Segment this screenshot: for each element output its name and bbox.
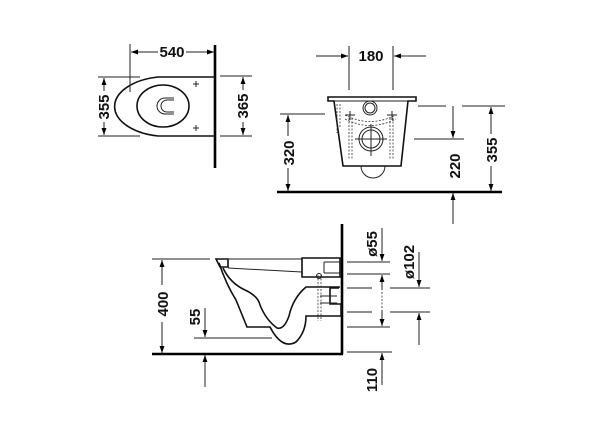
rim-front bbox=[214, 258, 229, 268]
dim-side-inlet-diameter: ø55 bbox=[364, 231, 381, 257]
dim-front-inlet-height: 220 bbox=[447, 153, 464, 178]
side-view: 400 55 ø55 ø102 110 bbox=[152, 224, 430, 392]
inlet-circle-inner bbox=[364, 102, 376, 114]
seat-line bbox=[227, 267, 303, 273]
dim-side-outlet-offset: 55 bbox=[187, 309, 204, 326]
plan-outlet-glyph bbox=[156, 97, 174, 115]
plan-bowl-outline bbox=[113, 76, 215, 137]
dim-front-fixing-spacing: 180 bbox=[358, 48, 383, 65]
dim-side-outlet-diameter: ø102 bbox=[401, 245, 418, 279]
front-view: 180 320 220 355 bbox=[277, 46, 505, 224]
dim-front-rim-height-left: 320 bbox=[281, 140, 298, 165]
fixing-mark-icon bbox=[193, 81, 199, 131]
dim-side-floor-to-outlet: 110 bbox=[364, 368, 381, 392]
bowl-inner-profile bbox=[222, 267, 340, 330]
inlet-circle bbox=[362, 100, 378, 116]
dim-plan-right-height: 365 bbox=[235, 93, 252, 118]
plan-view: 540 355 365 bbox=[96, 44, 252, 168]
bowl-outer-profile bbox=[218, 262, 342, 345]
dim-plan-width: 540 bbox=[159, 44, 184, 61]
plan-seat-oval bbox=[136, 84, 190, 128]
front-outlet-arc bbox=[360, 165, 386, 179]
fixing-bolt-icon bbox=[316, 273, 322, 321]
dim-side-total-height: 400 bbox=[155, 291, 172, 316]
dim-front-rim-height-right: 355 bbox=[484, 137, 501, 162]
fixing-bolt-icon bbox=[336, 104, 397, 159]
side-inlet-block bbox=[301, 257, 341, 278]
front-bowl-outline bbox=[327, 96, 417, 167]
extension-lines bbox=[347, 261, 430, 353]
dim-plan-left-height: 355 bbox=[96, 94, 113, 119]
